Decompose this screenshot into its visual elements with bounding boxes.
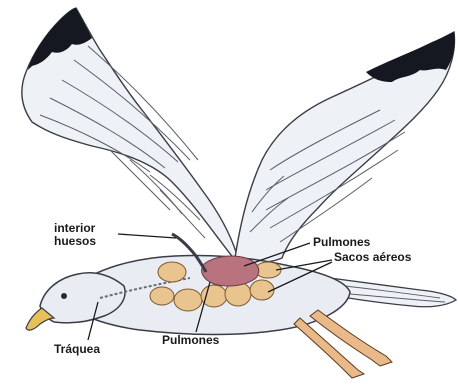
label-huesos: huesos: [54, 235, 96, 248]
label-traquea: Tráquea: [54, 343, 100, 356]
air-sac: [150, 287, 174, 305]
leader-interior: [118, 234, 176, 238]
lungs: [202, 256, 259, 286]
label-sacos-aereos: Sacos aéreos: [334, 251, 411, 264]
right-wing: [235, 32, 455, 263]
air-sac: [201, 285, 227, 307]
air-sac: [174, 289, 202, 311]
eye: [61, 293, 67, 299]
label-pulmones-top: Pulmones: [313, 236, 370, 249]
air-sac: [158, 262, 186, 282]
air-sac: [250, 280, 274, 300]
label-pulmones-bottom: Pulmones: [162, 334, 219, 347]
